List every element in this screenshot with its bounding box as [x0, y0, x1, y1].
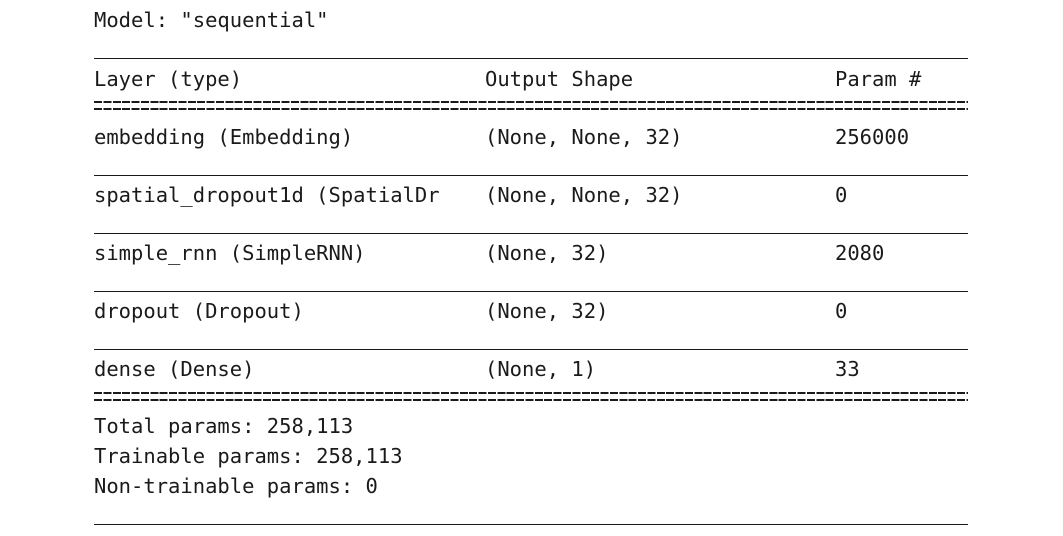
total-params: Total params: 258,113 — [94, 414, 354, 438]
output-shape: (None, 32) — [485, 241, 609, 265]
layer-name: dropout (Dropout) — [94, 299, 304, 323]
param-count: 256000 — [835, 125, 910, 149]
layer-name: dense (Dense) — [94, 357, 255, 381]
row-rule — [94, 175, 968, 176]
top-rule — [94, 58, 968, 59]
header-layer: Layer (type) — [94, 67, 243, 91]
layer-name: simple_rnn (SimpleRNN) — [94, 241, 366, 265]
output-shape: (None, 32) — [485, 299, 609, 323]
row-rule — [94, 349, 968, 350]
header-param-count: Param # — [835, 67, 922, 91]
header-double-rule — [94, 101, 968, 110]
trainable-params: Trainable params: 258,113 — [94, 444, 403, 468]
output-shape: (None, None, 32) — [485, 125, 683, 149]
table-row: spatial_dropout1d (SpatialDr (None, None… — [94, 183, 968, 207]
header-output-shape: Output Shape — [485, 67, 634, 91]
output-shape: (None, None, 32) — [485, 183, 683, 207]
header-row: Layer (type) Output Shape Param # — [94, 67, 968, 91]
param-count: 0 — [835, 183, 848, 207]
layer-name: spatial_dropout1d (SpatialDr — [94, 183, 440, 207]
bottom-rule — [94, 524, 968, 525]
table-row: dense (Dense) (None, 1) 33 — [94, 357, 968, 381]
table-row: simple_rnn (SimpleRNN) (None, 32) 2080 — [94, 241, 968, 265]
non-trainable-params: Non-trainable params: 0 — [94, 474, 378, 498]
layer-name: embedding (Embedding) — [94, 125, 354, 149]
row-rule — [94, 233, 968, 234]
output-shape: (None, 1) — [485, 357, 597, 381]
param-count: 0 — [835, 299, 848, 323]
table-row: dropout (Dropout) (None, 32) 0 — [94, 299, 968, 323]
model-title: Model: "sequential" — [94, 8, 329, 32]
param-count: 2080 — [835, 241, 885, 265]
table-row: embedding (Embedding) (None, None, 32) 2… — [94, 125, 968, 149]
param-count: 33 — [835, 357, 860, 381]
row-rule — [94, 291, 968, 292]
totals-double-rule — [94, 392, 968, 401]
